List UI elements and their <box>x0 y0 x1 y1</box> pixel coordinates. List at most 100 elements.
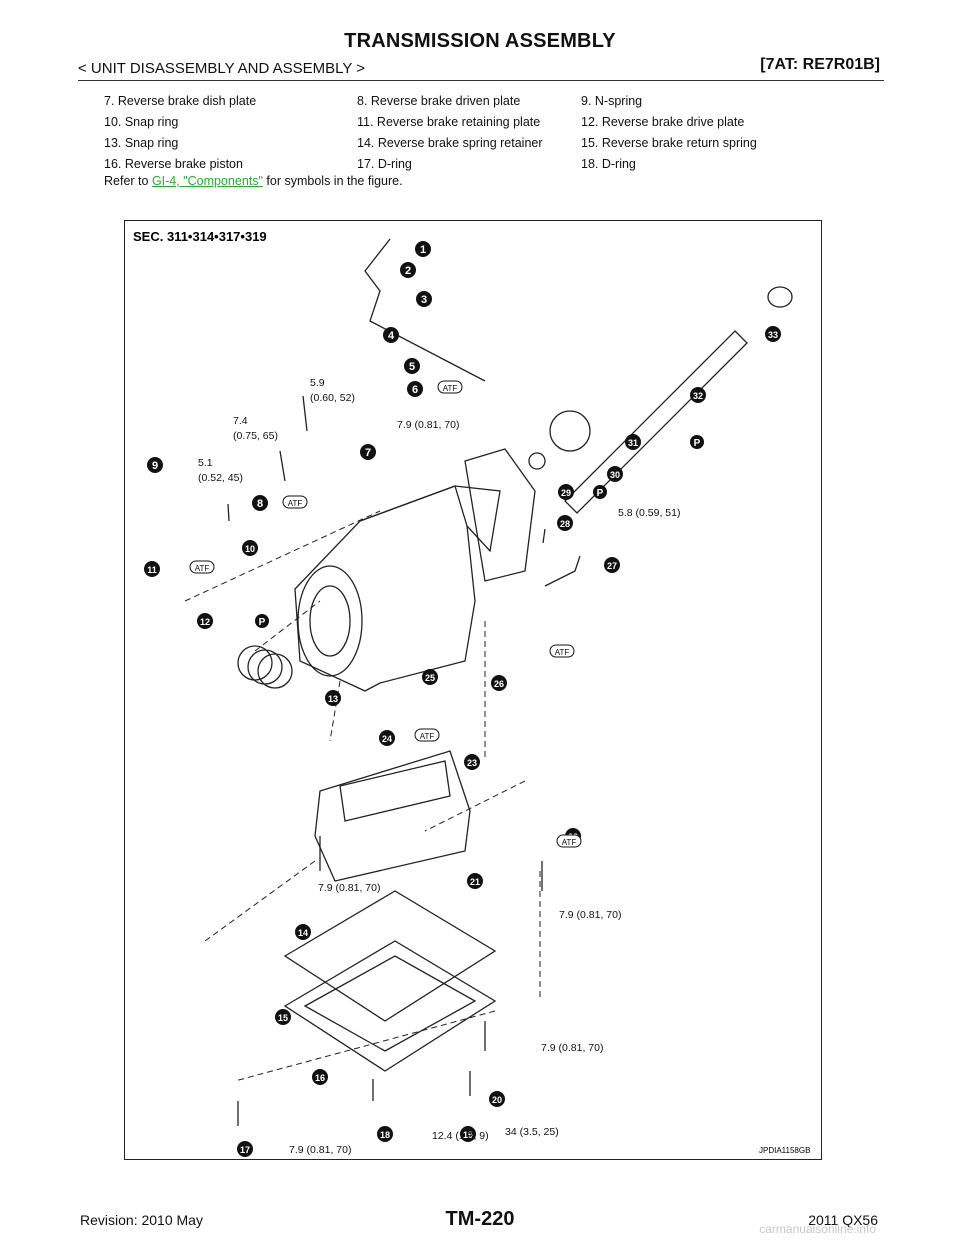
svg-text:13: 13 <box>328 694 338 704</box>
callout-31: 31 <box>625 434 641 450</box>
callout-5: 5 <box>404 358 420 374</box>
svg-text:19: 19 <box>463 1130 473 1140</box>
svg-text:5: 5 <box>409 361 415 373</box>
torque-value: 7.9 (0.81, 70) <box>559 909 621 921</box>
svg-text:3: 3 <box>421 294 427 306</box>
components-link[interactable]: GI-4, "Components" <box>151 174 263 188</box>
torque-labels: 5.9(0.60, 52)7.4(0.75, 65)5.1(0.52, 45)7… <box>198 377 680 1156</box>
callout-9: 9 <box>147 457 163 473</box>
brake-ring <box>257 653 293 689</box>
torque-value: 7.9 (0.81, 70) <box>541 1042 603 1054</box>
svg-text:16: 16 <box>315 1073 325 1083</box>
page-number: TM-220 <box>445 1208 515 1230</box>
legend-row: 16. Reverse brake piston 17. D-ring 18. … <box>104 154 811 175</box>
torque-value: (0.75, 65) <box>233 430 278 442</box>
p-badge: P <box>255 614 269 628</box>
callout-6: 6 <box>407 381 423 397</box>
torque-value: 7.9 (0.81, 70) <box>397 419 459 431</box>
legend-row: 13. Snap ring 14. Reverse brake spring r… <box>104 133 811 154</box>
torque-value: 34 (3.5, 25) <box>505 1126 559 1138</box>
legend-item: 16. Reverse brake piston <box>104 157 243 171</box>
svg-text:33: 33 <box>768 330 778 340</box>
svg-text:18: 18 <box>380 1130 390 1140</box>
callout-2: 2 <box>400 262 416 278</box>
svg-text:23: 23 <box>467 758 477 768</box>
legend-item: 14. Reverse brake spring retainer <box>357 136 543 150</box>
legend-item: 13. Snap ring <box>104 136 179 150</box>
svg-text:17: 17 <box>240 1145 250 1155</box>
revision-date: Revision: 2010 May <box>80 1212 203 1228</box>
svg-text:ATF: ATF <box>555 648 570 657</box>
callout-29: 29 <box>558 484 574 500</box>
torque-value: 7.9 (0.81, 70) <box>289 1144 351 1156</box>
case-bellhousing <box>297 565 363 677</box>
svg-text:21: 21 <box>470 877 480 887</box>
torque-value: 5.9 <box>310 377 325 389</box>
rear-cover-seal <box>528 452 546 470</box>
oil-pan-gasket <box>283 890 497 1022</box>
legend-item: 15. Reverse brake return spring <box>581 136 757 150</box>
leader-lines <box>184 510 541 1082</box>
sensor-wire <box>544 555 581 587</box>
callout-25: 25 <box>422 669 438 685</box>
torque-value: 7.4 <box>233 415 248 427</box>
valve-body <box>314 750 471 882</box>
callout-labels: 1234567891011121314151617181920212223242… <box>144 241 781 1157</box>
svg-text:26: 26 <box>494 679 504 689</box>
torque-value: 7.9 (0.81, 70) <box>318 882 380 894</box>
svg-text:29: 29 <box>561 488 571 498</box>
callout-7: 7 <box>360 444 376 460</box>
callout-32: 32 <box>690 387 706 403</box>
svg-text:P: P <box>597 488 604 499</box>
atf-badge: ATF <box>556 834 582 848</box>
case-body <box>359 485 501 553</box>
callout-16: 16 <box>312 1069 328 1085</box>
callout-21: 21 <box>467 873 483 889</box>
svg-text:15: 15 <box>278 1013 288 1023</box>
legend-item: 18. D-ring <box>581 157 636 171</box>
exploded-view-drawing: SEC. 311•314•317•319 JPDIA1158GB <box>133 229 810 1157</box>
part-outlines <box>184 238 793 1126</box>
refer-suffix: for symbols in the figure. <box>262 174 403 188</box>
legend-item: 8. Reverse brake driven plate <box>357 94 521 108</box>
page-title: TRANSMISSION ASSEMBLY <box>344 30 616 52</box>
p-badge: P <box>690 435 704 449</box>
torque-value: 12.4 (1.3, 9) <box>432 1130 489 1142</box>
legend-item: 17. D-ring <box>357 157 412 171</box>
parking-gear <box>549 410 591 452</box>
callout-10: 10 <box>242 540 258 556</box>
svg-text:32: 32 <box>693 391 703 401</box>
callout-13: 13 <box>325 690 341 706</box>
svg-text:ATF: ATF <box>195 564 210 573</box>
legend-item: 10. Snap ring <box>104 115 179 129</box>
callout-23: 23 <box>464 754 480 770</box>
callout-1: 1 <box>415 241 431 257</box>
model-year: 2011 QX56 <box>808 1212 878 1228</box>
legend-item: 12. Reverse brake drive plate <box>581 115 745 129</box>
oil-pan-inner <box>303 955 477 1052</box>
legend-row: 10. Snap ring 11. Reverse brake retainin… <box>104 112 811 133</box>
svg-text:11: 11 <box>147 565 157 575</box>
output-shaft <box>564 330 748 514</box>
atf-badge: ATF <box>437 380 463 394</box>
callout-20: 20 <box>489 1091 505 1107</box>
svg-text:P: P <box>694 438 701 449</box>
svg-text:7: 7 <box>365 447 371 459</box>
svg-text:P: P <box>259 617 266 628</box>
bolts <box>227 395 546 1126</box>
watermark: carmanualsonline.info <box>759 1222 876 1236</box>
svg-text:2: 2 <box>405 265 411 277</box>
brake-ring <box>237 645 273 681</box>
svg-text:27: 27 <box>607 561 617 571</box>
callout-11: 11 <box>144 561 160 577</box>
oil-pan <box>283 940 497 1072</box>
shaft-ring <box>767 286 793 308</box>
svg-text:25: 25 <box>425 673 435 683</box>
legend-item: 7. Reverse brake dish plate <box>104 94 257 108</box>
callout-19: 19 <box>460 1126 476 1142</box>
callout-3: 3 <box>416 291 432 307</box>
figure-code: JPDIA1158GB <box>759 1146 810 1155</box>
torque-value: 5.8 (0.59, 51) <box>618 507 680 519</box>
callout-30: 30 <box>607 466 623 482</box>
svg-text:4: 4 <box>388 330 395 342</box>
